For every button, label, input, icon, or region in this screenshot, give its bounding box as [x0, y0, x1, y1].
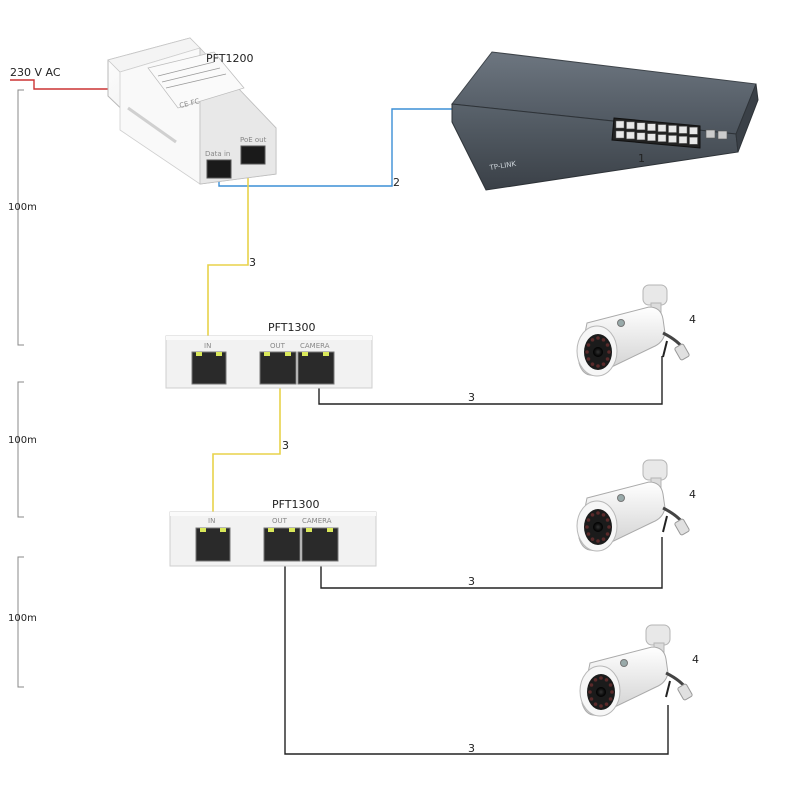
- extender-in-port: [195, 527, 231, 562]
- switch-port: [668, 125, 677, 133]
- poe-out-port: [240, 145, 266, 165]
- poe-cable-2: [212, 388, 281, 512]
- extender-in-port: [191, 351, 227, 385]
- distance-label: 100m: [8, 202, 37, 213]
- switch-port: [636, 132, 646, 141]
- poe-injector: CE FC Data in PoE out PFT1200: [107, 37, 277, 185]
- switch-port: [647, 123, 656, 131]
- camera-cable-2: [320, 537, 663, 589]
- extender-camera-label: CAMERA: [300, 342, 330, 350]
- cable-callout: 3: [282, 439, 289, 452]
- switch-port-block: [611, 117, 728, 149]
- injector-model: PFT1200: [206, 52, 253, 65]
- ip-camera-1: 4: [576, 284, 696, 377]
- extender-camera-port: [301, 527, 339, 562]
- cable-callout: 3: [468, 391, 475, 404]
- camera-cable-3: [284, 566, 669, 755]
- cable-callout: 3: [468, 742, 475, 755]
- distance-bracket-2: 100m: [8, 381, 37, 518]
- data-in-port: [206, 159, 232, 179]
- data-in-label: Data in: [205, 150, 230, 158]
- power-cable: [10, 79, 112, 90]
- camera-callout: 4: [689, 488, 696, 501]
- switch-port: [689, 137, 698, 145]
- switch-port: [626, 121, 635, 130]
- switch-callout: 1: [638, 152, 645, 165]
- switch-port: [626, 131, 635, 140]
- switch-port: [705, 129, 716, 139]
- distance-bracket-1: 100m: [8, 89, 37, 346]
- extender-model: PFT1300: [272, 498, 319, 511]
- distance-label: 100m: [8, 435, 37, 446]
- switch-port: [657, 124, 667, 132]
- extender-in-label: IN: [208, 517, 215, 525]
- switch-port: [689, 127, 698, 135]
- ip-camera-3: 4: [579, 624, 699, 717]
- extender-out-port: [263, 527, 301, 562]
- distance-label: 100m: [8, 613, 37, 624]
- extender-camera-label: CAMERA: [302, 517, 332, 525]
- switch-port: [668, 135, 677, 143]
- switch-port: [636, 122, 646, 131]
- camera-cable-1: [318, 356, 663, 405]
- switch-port: [647, 133, 656, 141]
- cable-callout: 3: [468, 575, 475, 588]
- camera-callout: 4: [692, 653, 699, 666]
- poe-extender-1: PFT1300 IN OUT CAMERA: [165, 321, 373, 389]
- uplink-cable: [218, 108, 452, 187]
- poe-cable-1: [207, 178, 249, 345]
- extender-camera-port: [297, 351, 335, 385]
- extender-model: PFT1300: [268, 321, 315, 334]
- camera-callout: 4: [689, 313, 696, 326]
- extender-out-port: [259, 351, 297, 385]
- switch-port: [615, 120, 625, 129]
- switch-port: [615, 130, 625, 139]
- switch-port: [678, 136, 688, 144]
- poe-out-label: PoE out: [240, 136, 267, 144]
- extender-out-label: OUT: [272, 517, 288, 525]
- extender-in-label: IN: [204, 342, 211, 350]
- network-switch: TP-LINK 1: [451, 51, 759, 191]
- ip-camera-2: 4: [576, 459, 696, 552]
- distance-bracket-3: 100m: [8, 556, 37, 688]
- switch-port: [657, 134, 667, 142]
- extender-out-label: OUT: [270, 342, 286, 350]
- switch-port: [717, 130, 728, 140]
- poe-extender-2: PFT1300 IN OUT CAMERA: [169, 498, 377, 567]
- power-label: 230 V AC: [10, 66, 61, 79]
- uplink-callout: 2: [393, 176, 400, 189]
- cable-callout: 3: [249, 256, 256, 269]
- switch-port: [678, 126, 688, 134]
